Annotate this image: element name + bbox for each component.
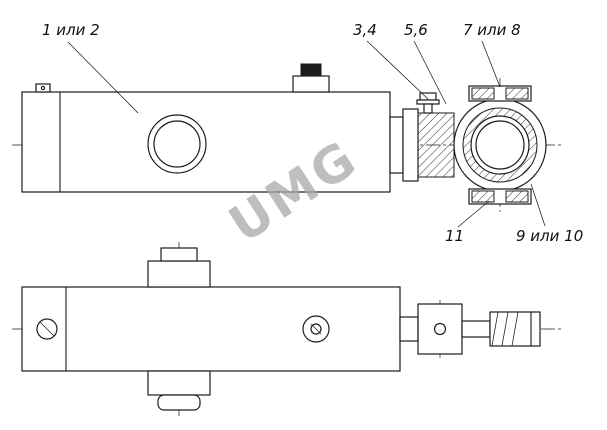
callout-11: 11 (445, 227, 464, 245)
cylinder-barrel-plan (21, 286, 401, 372)
cylinder-side-view (21, 63, 547, 205)
callout-1-or-2: 1 или 2 (42, 21, 100, 39)
rod-neck (399, 316, 419, 342)
thread-line (511, 311, 519, 347)
bleed-bolt-shaft (423, 103, 433, 114)
rod-eye-assembly (453, 85, 547, 205)
bottom-boss-flange (147, 370, 211, 396)
left-screw-slot (39, 321, 55, 337)
leader-3-4 (366, 40, 429, 100)
callout-9-or-10: 9 или 10 (516, 227, 583, 245)
top-boss-flange (147, 260, 211, 288)
top-fitting-base (292, 75, 330, 93)
leader-5-6 (413, 40, 447, 105)
left-plug-pin (40, 85, 46, 91)
thread-line (491, 311, 499, 347)
eye-bore-chamfer (475, 120, 525, 170)
eye-top-clamp-bolt-right (505, 87, 529, 100)
left-plug (35, 83, 51, 93)
cylinder-plan-view (21, 247, 541, 411)
leader-lines (67, 40, 546, 228)
callout-3-4: 3,4 (353, 21, 377, 39)
leader-9-10 (530, 183, 546, 227)
leader-7-8 (481, 40, 501, 88)
part-callouts: 1 или 2 3,4 5,6 7 или 8 11 9 или 10 (42, 21, 583, 245)
leader-11 (457, 200, 490, 228)
eye-bottom-clamp-bolt-right (505, 190, 529, 203)
gland-collar (389, 116, 404, 174)
bottom-boss-plug (157, 394, 201, 411)
callout-7-or-8: 7 или 8 (463, 21, 521, 39)
thread-line (501, 311, 509, 347)
callout-5-6: 5,6 (404, 21, 428, 39)
gland-nut-hatched (417, 112, 455, 178)
eye-bottom-clamp-bolt-left (471, 190, 495, 203)
gland-flange (402, 108, 419, 182)
mid-screw-slot (310, 323, 322, 335)
valve-block-port (433, 322, 447, 336)
rod-shaft (461, 320, 491, 338)
eye-top-clamp-bolt-left (471, 87, 495, 100)
leader-1-2 (67, 41, 139, 114)
top-boss-plug (160, 247, 198, 262)
port-boss-inner (153, 120, 201, 168)
top-fitting-cap (300, 63, 322, 77)
